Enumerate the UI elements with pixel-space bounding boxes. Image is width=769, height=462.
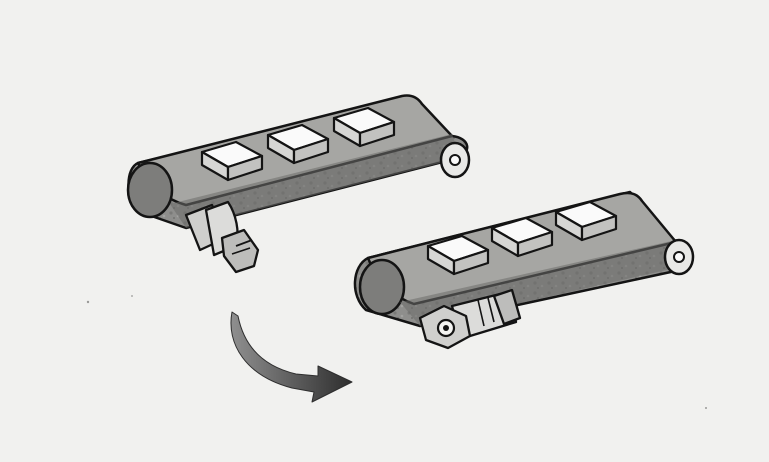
conveyor-2-package-3 — [554, 200, 618, 242]
conveyor-2-package-1 — [426, 234, 490, 276]
transition-arrow — [230, 311, 353, 403]
conveyor-1-tail-pulley-hub — [449, 154, 461, 166]
conveyor-1-package-1 — [200, 140, 264, 182]
conveyor-2-drive-motor — [418, 288, 522, 350]
conveyor-2-tail-pulley-hub — [673, 251, 685, 263]
conveyor-1-drive-motor — [184, 200, 260, 274]
conveyor-1-belt-underside — [170, 134, 460, 228]
conveyor-2 — [353, 190, 695, 350]
conveyor-2-left-drum — [358, 258, 406, 316]
curved-arrow-right-icon — [230, 311, 353, 403]
conveyor-2-package-2 — [490, 216, 554, 258]
conveyor-1 — [126, 94, 471, 274]
conveyor-1-left-drum — [126, 161, 174, 219]
conveyor-1-package-3 — [332, 106, 396, 148]
conveyor-1-package-2 — [266, 123, 330, 165]
conveyor-2-motor-flange — [492, 288, 522, 326]
paper-specks — [86, 295, 707, 409]
